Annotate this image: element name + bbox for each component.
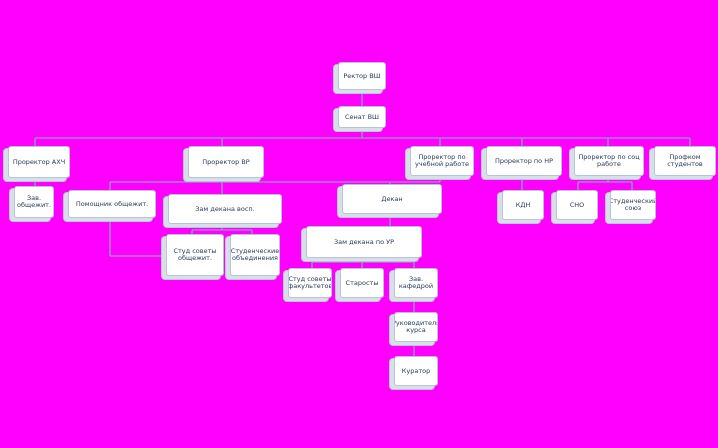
node-zav-obshchezhitiem: Зав. общежит. — [14, 186, 54, 218]
node-studencheskie-obyedinenia: Студенческие объединения — [230, 234, 280, 276]
node-prorector-ur: Проректор по учебной работе — [410, 146, 474, 176]
node-senate: Сенат ВШ — [338, 106, 386, 128]
node-zamdekana-ur: Зам декана по УР — [306, 226, 422, 258]
node-kdn: КДН — [502, 190, 544, 220]
node-zamdekana-vosp: Зам декана восп. — [168, 194, 282, 224]
node-prorector-sr: Проректор по соц работе — [574, 146, 644, 176]
node-pomoshchnik-obsh: Помощник общежит. — [68, 190, 156, 218]
node-stud-soyuz: Студенческий союз — [610, 190, 656, 220]
node-dekan: Декан — [342, 184, 442, 214]
node-rukovoditel-kursa: Руководитель курса — [394, 312, 438, 342]
node-zav-kafedroi: Зав. кафедрой — [394, 268, 438, 298]
node-prorector-nr: Проректор по НР — [486, 146, 562, 176]
node-sno: СНО — [556, 190, 598, 220]
node-profkom: Профком студентов — [654, 146, 716, 176]
node-stud-sovety-obsh: Студ советы общежит. — [166, 234, 224, 276]
node-stud-sovety-fakultetov: Студ советы факультетов — [288, 268, 332, 298]
node-prorector-axch: Проректор АХЧ — [8, 146, 70, 178]
node-kurator: Куратор — [394, 356, 438, 386]
node-prorector-vr: Проректор ВР — [188, 146, 264, 178]
node-rector: Ректор ВШ — [338, 62, 386, 90]
node-starosty: Старосты — [340, 268, 384, 298]
